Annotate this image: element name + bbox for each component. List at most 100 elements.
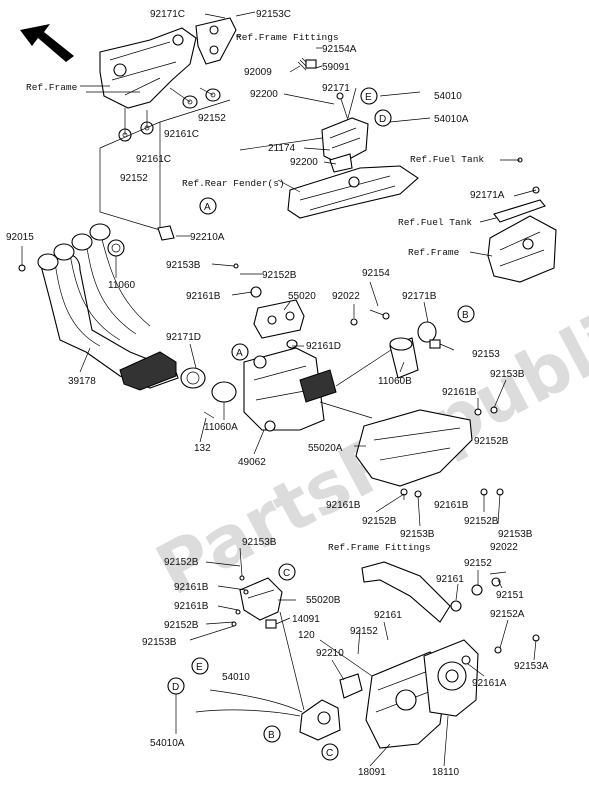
label-92210A: 92210A — [190, 232, 225, 243]
heat-shield-small — [253, 299, 305, 339]
label-92153A: 92153A — [514, 661, 549, 672]
label-39178: 39178 — [68, 376, 96, 387]
label-92153B: 92153B — [166, 260, 201, 271]
fuel-tank-bracket — [493, 199, 546, 223]
bolt — [231, 621, 237, 627]
label-92171B: 92171B — [402, 291, 437, 302]
label-49062: 49062 — [238, 457, 266, 468]
clamp-bracket — [157, 225, 175, 241]
label-11060A: 11060A — [204, 422, 238, 433]
label-54010A-2: 54010A — [150, 738, 185, 749]
callout-b-marker: B — [457, 305, 475, 323]
label-92161: 92161 — [436, 574, 464, 585]
label-92153C: 92153C — [256, 9, 291, 20]
seal — [265, 619, 277, 629]
bolt — [336, 92, 349, 121]
washer — [461, 655, 471, 665]
label-92161B-4: 92161B — [434, 500, 469, 511]
exhaust-valve-body — [243, 347, 337, 432]
label-54010-2: 54010 — [222, 672, 250, 683]
gasket-ring — [211, 381, 237, 403]
label-92152-2: 92152 — [120, 173, 148, 184]
actuator-mount — [329, 153, 353, 173]
label-59091: 59091 — [322, 62, 350, 73]
label-92161A: 92161A — [472, 678, 507, 689]
svg-text:B: B — [462, 310, 469, 321]
label-ref-frame-2: Ref.Frame — [408, 247, 460, 258]
label-ref-frame-fittings-2: Ref.Frame Fittings — [328, 542, 431, 553]
label-11060: 11060 — [108, 280, 136, 291]
label-92153B-5: 92153B — [242, 537, 277, 548]
label-92152B-3: 92152B — [362, 516, 397, 527]
callout-a-marker-2: A — [231, 343, 249, 361]
label-54010: 54010 — [434, 91, 462, 102]
callout-d-marker: D — [374, 109, 392, 127]
label-92161B: 92161B — [186, 291, 221, 302]
lower-heat-shield — [239, 577, 283, 621]
bolt — [490, 406, 498, 414]
label-132: 132 — [194, 443, 211, 454]
label-ref-frame-fittings: Ref.Frame Fittings — [236, 32, 339, 43]
label-54010A: 54010A — [434, 114, 469, 125]
label-92154: 92154 — [362, 268, 390, 279]
label-92152-3: 92152 — [464, 558, 492, 569]
label-92022-2: 92022 — [490, 542, 518, 553]
gasket — [107, 239, 125, 257]
label-ref-fuel-tank: Ref.Fuel Tank — [410, 154, 484, 165]
label-21174: 21174 — [268, 143, 296, 154]
label-92152-4: 92152 — [350, 626, 378, 637]
svg-text:B: B — [268, 730, 275, 741]
mounting-bracket — [339, 673, 363, 699]
bolt — [243, 589, 249, 595]
label-92152B-2: 92152B — [474, 436, 509, 447]
label-92161B-3: 92161B — [326, 500, 361, 511]
label-120: 120 — [298, 630, 315, 641]
bolt — [233, 263, 239, 269]
bolt — [489, 571, 507, 575]
clamp — [180, 367, 206, 389]
label-ref-frame: Ref.Frame — [26, 82, 78, 93]
heat-shield — [355, 409, 473, 487]
label-92171A: 92171A — [470, 190, 505, 201]
washer — [450, 600, 462, 612]
bolt — [494, 646, 502, 654]
callout-e-marker-2: E — [191, 657, 209, 675]
svg-text:A: A — [204, 202, 211, 213]
washer — [471, 584, 483, 596]
label-92171C: 92171C — [150, 9, 185, 20]
label-92200-2: 92200 — [290, 157, 318, 168]
label-92152B-6: 92152B — [164, 620, 199, 631]
label-18091: 18091 — [358, 767, 386, 778]
label-ref-fuel-tank-2: Ref.Fuel Tank — [398, 217, 472, 228]
exhaust-valve-assembly — [299, 699, 341, 741]
exhaust-valve-actuator — [321, 117, 369, 165]
label-92153B-4: 92153B — [498, 529, 533, 540]
callout-e-marker: E — [360, 87, 378, 105]
rear-fender — [287, 165, 419, 219]
svg-text:E: E — [196, 662, 203, 673]
label-92154A: 92154A — [322, 44, 357, 55]
front-direction-arrow-icon — [20, 24, 74, 62]
callout-b-marker-2: B — [263, 725, 281, 743]
callout-c-marker-2: C — [321, 743, 339, 761]
svg-text:C: C — [283, 568, 290, 579]
bolt — [369, 309, 390, 320]
label-55020: 55020 — [288, 291, 316, 302]
label-92161C-2: 92161C — [136, 154, 171, 165]
label-14091: 14091 — [292, 614, 320, 625]
frame-bracket — [99, 27, 197, 109]
label-92152B-4: 92152B — [464, 516, 499, 527]
svg-text:A: A — [236, 348, 243, 359]
label-92200: 92200 — [250, 89, 278, 100]
label-92161-2: 92161 — [374, 610, 402, 621]
label-92161B-5: 92161B — [174, 582, 209, 593]
exhaust-header-pipes — [37, 223, 179, 391]
label-92015: 92015 — [6, 232, 34, 243]
callout-a-marker: A — [199, 197, 217, 215]
label-92153B-2: 92153B — [490, 369, 525, 380]
grommet — [305, 59, 317, 69]
svg-text:D: D — [172, 682, 179, 693]
svg-text:C: C — [326, 748, 333, 759]
label-92152B: 92152B — [262, 270, 297, 281]
